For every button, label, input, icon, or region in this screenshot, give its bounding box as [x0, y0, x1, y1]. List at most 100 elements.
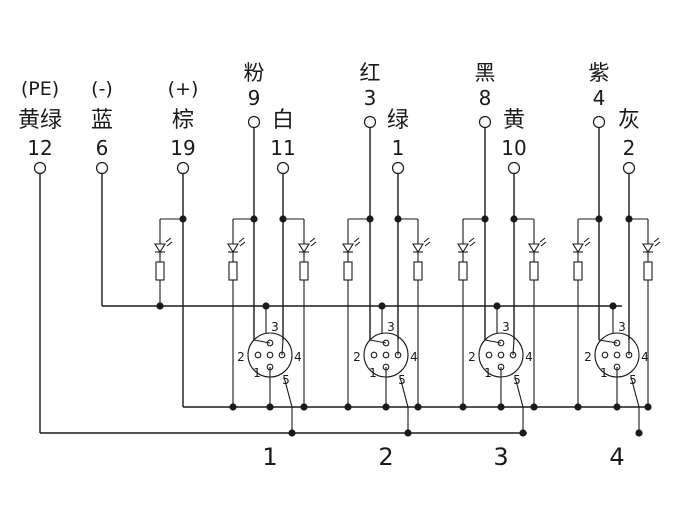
grey-color: 灰	[618, 108, 640, 133]
minus-terminal	[95, 161, 109, 175]
port-3-led-a-led-ray	[468, 237, 475, 243]
port-1-signal-a-terminal	[247, 115, 261, 129]
port-2-pin2-wire	[369, 339, 387, 344]
port-4-pin-label-4: 4	[641, 350, 649, 364]
black-color: 黑	[475, 61, 496, 85]
port-3-led-b-resistor	[529, 261, 539, 281]
purple-number: 4	[593, 86, 606, 110]
port-1-led-a-resistor	[228, 261, 238, 281]
port-3-pin5-drop	[514, 376, 524, 408]
port-2-pin-label-2: 2	[353, 350, 361, 364]
purple-color: 紫	[589, 61, 610, 85]
plus-color: 棕	[172, 108, 194, 133]
plus-terminal	[176, 161, 190, 175]
plus-indicator-led-ray	[166, 241, 173, 247]
port-1-pin-label-3: 3	[271, 320, 279, 334]
port-2-pin-label-5: 5	[398, 373, 406, 387]
port-3-pin2-wire	[484, 339, 502, 344]
port-1-pin-label-2: 2	[237, 350, 245, 364]
port-4-led-b-led-ray	[653, 237, 660, 243]
port-2-led-b-led-ray	[424, 241, 431, 247]
plus-number: 19	[170, 136, 195, 160]
port-3-pin-label-1: 1	[484, 366, 492, 380]
port-1-pin-label-1: 1	[253, 366, 261, 380]
terminal-labels: (PE) 黄绿 12 (-) 蓝 6 (+) 棕 19 粉 9 白 11 红 3…	[18, 61, 640, 160]
white-color: 白	[272, 108, 294, 133]
pe-symbol: (PE)	[21, 78, 59, 100]
junction-dot	[404, 429, 412, 437]
port-3-led-a-resistor	[458, 261, 468, 281]
plus-indicator-led-icon	[154, 243, 166, 254]
junction-dot	[300, 403, 308, 411]
port-2-signal-a-terminal	[363, 115, 377, 129]
port-4-pin-5	[613, 351, 621, 359]
junction-dot	[414, 403, 422, 411]
red-color: 红	[360, 61, 381, 85]
port-2-signal-b-terminal	[391, 161, 405, 175]
port-4-led-a-led-ray	[584, 241, 591, 247]
junction-dot	[288, 429, 296, 437]
port-4-pin5-drop	[630, 376, 640, 408]
green-number: 1	[392, 136, 405, 160]
junction-dot	[459, 403, 467, 411]
pe-terminal	[33, 161, 47, 175]
port-2-led-a-led-ray	[353, 237, 360, 243]
port-2-led-a-led-icon	[342, 243, 354, 254]
port-3-pin-label-2: 2	[468, 350, 476, 364]
port-4-pin-label-3: 3	[618, 320, 626, 334]
port-2-pin-label-4: 4	[410, 350, 418, 364]
minus-color: 蓝	[91, 108, 113, 133]
junction-dot	[382, 403, 390, 411]
port-4-pin-1	[601, 351, 609, 359]
port-4-signal-a-terminal	[592, 115, 606, 129]
junction-dot	[378, 302, 386, 310]
junction-dot	[493, 302, 501, 310]
junction-dot	[530, 403, 538, 411]
pe-number: 12	[27, 136, 52, 160]
port-4-led-b-led-ray	[654, 241, 661, 247]
port-4-led-b-led-icon	[642, 243, 654, 254]
minus-symbol: (-)	[91, 78, 113, 100]
port-3-led-a-led-icon	[457, 243, 469, 254]
port-1-pin-label-5: 5	[282, 373, 290, 387]
pink-number: 9	[248, 86, 261, 110]
port-1-pin-1	[254, 351, 262, 359]
port-3-led-b-led-ray	[540, 241, 547, 247]
red-number: 3	[364, 86, 377, 110]
port-4-led-a-resistor	[573, 261, 583, 281]
junction-dot	[262, 302, 270, 310]
white-number: 11	[270, 136, 295, 160]
junction-dot	[229, 403, 237, 411]
port-1-led-a-led-ray	[238, 237, 245, 243]
port-4-pin-label-5: 5	[629, 373, 637, 387]
port-4-pin-label-1: 1	[600, 366, 608, 380]
yellow-number: 10	[501, 136, 526, 160]
port-1-led-a-led-icon	[227, 243, 239, 254]
port-2-pin-label-1: 1	[369, 366, 377, 380]
junction-dot	[156, 302, 164, 310]
port-2-led-a-resistor	[343, 261, 353, 281]
port-1-pin-5	[266, 351, 274, 359]
port-1-led-b-led-ray	[310, 241, 317, 247]
port-2-led-b-led-icon	[412, 243, 424, 254]
junction-dot	[344, 403, 352, 411]
junction-dot	[644, 403, 652, 411]
port-2-pin-label-3: 3	[387, 320, 395, 334]
minus-number: 6	[96, 136, 109, 160]
plus-symbol: (+)	[168, 78, 199, 100]
port-2-led-b-resistor	[413, 261, 423, 281]
junction-dot	[179, 215, 187, 223]
port-1-led-b-led-ray	[309, 237, 316, 243]
port-1-pin5-drop	[283, 376, 293, 408]
port-3-pin-label-4: 4	[525, 350, 533, 364]
port-4-led-a-led-ray	[583, 237, 590, 243]
port-3-pin-label-5: 5	[513, 373, 521, 387]
port-3-led-b-led-icon	[528, 243, 540, 254]
green-color: 绿	[387, 108, 409, 133]
port-3-led-a-led-ray	[469, 241, 476, 247]
port-1-led-b-resistor	[299, 261, 309, 281]
junction-dot	[609, 302, 617, 310]
port-4-pin-label-2: 2	[584, 350, 592, 364]
